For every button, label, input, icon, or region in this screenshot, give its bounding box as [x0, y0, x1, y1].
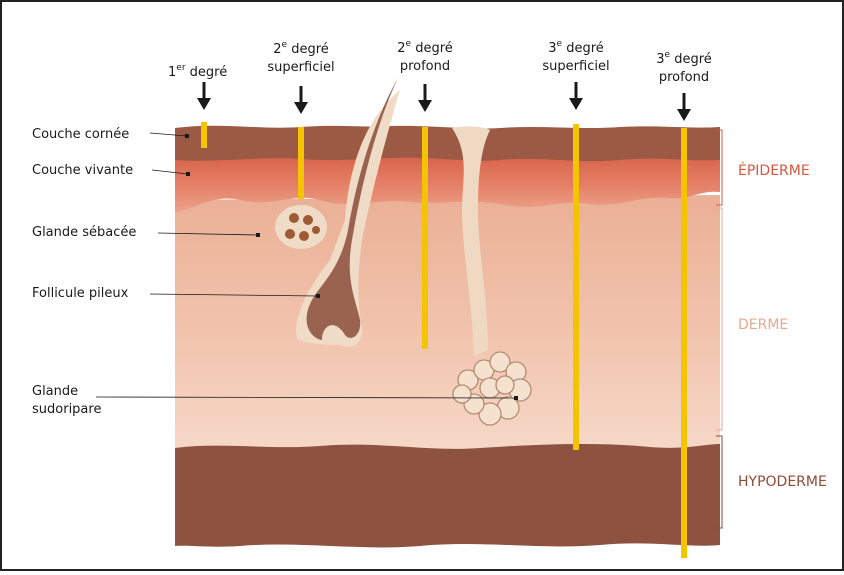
leader-dot	[185, 134, 189, 138]
section-derme: DERME	[738, 317, 788, 333]
label-glande-sudoripare-line1: Glande	[32, 384, 78, 399]
label-2e-profond-line2: profond	[400, 59, 450, 74]
label-glande-sebacee: Glande sébacée	[32, 225, 136, 240]
sebum-dot	[312, 226, 320, 234]
arrow-3e-superficiel	[569, 82, 583, 110]
sebum-dot	[299, 231, 309, 241]
label-2e-superficiel: 2e degré	[273, 40, 329, 57]
burn-marker-2e-superficiel	[298, 127, 304, 199]
label-couche-cornee: Couche cornée	[32, 127, 129, 142]
sebaceous-gland	[275, 205, 327, 249]
label-2e-superficiel-line2: superficiel	[267, 60, 334, 75]
burn-marker-3e-profond	[681, 128, 687, 558]
arrow-2e-profond	[418, 84, 432, 112]
section-hypoderme: HYPODERME	[738, 474, 827, 490]
hypoderme-layer	[175, 444, 720, 547]
leader-dot	[186, 172, 190, 176]
arrow-1er-degre	[197, 82, 211, 110]
sebum-dot	[285, 229, 295, 239]
arrow-3e-profond	[677, 93, 691, 121]
label-2e-profond: 2e degré	[397, 39, 453, 56]
leader-dot	[316, 294, 320, 298]
burn-marker-3e-superficiel	[573, 124, 579, 450]
couche-cornee-layer	[175, 126, 720, 161]
leader-dot	[256, 233, 260, 237]
leader-dot	[514, 396, 518, 400]
label-1er-degre: 1er degré	[168, 63, 227, 80]
label-3e-profond: 3e degré	[656, 50, 712, 67]
label-3e-superficiel: 3e degré	[548, 39, 604, 56]
label-3e-profond-line2: profond	[659, 70, 709, 85]
arrow-2e-superficiel	[294, 86, 308, 114]
label-couche-vivante: Couche vivante	[32, 163, 133, 178]
sebum-dot	[303, 215, 313, 225]
burn-marker-2e-profond	[422, 127, 428, 349]
sebum-dot	[289, 213, 299, 223]
label-3e-superficiel-line2: superficiel	[542, 59, 609, 74]
section-epiderme: ÉPIDERME	[738, 162, 810, 179]
label-follicule-pileux: Follicule pileux	[32, 286, 129, 301]
label-glande-sudoripare-line2: sudoripare	[32, 402, 101, 417]
burn-marker-1er-degre	[201, 122, 207, 148]
